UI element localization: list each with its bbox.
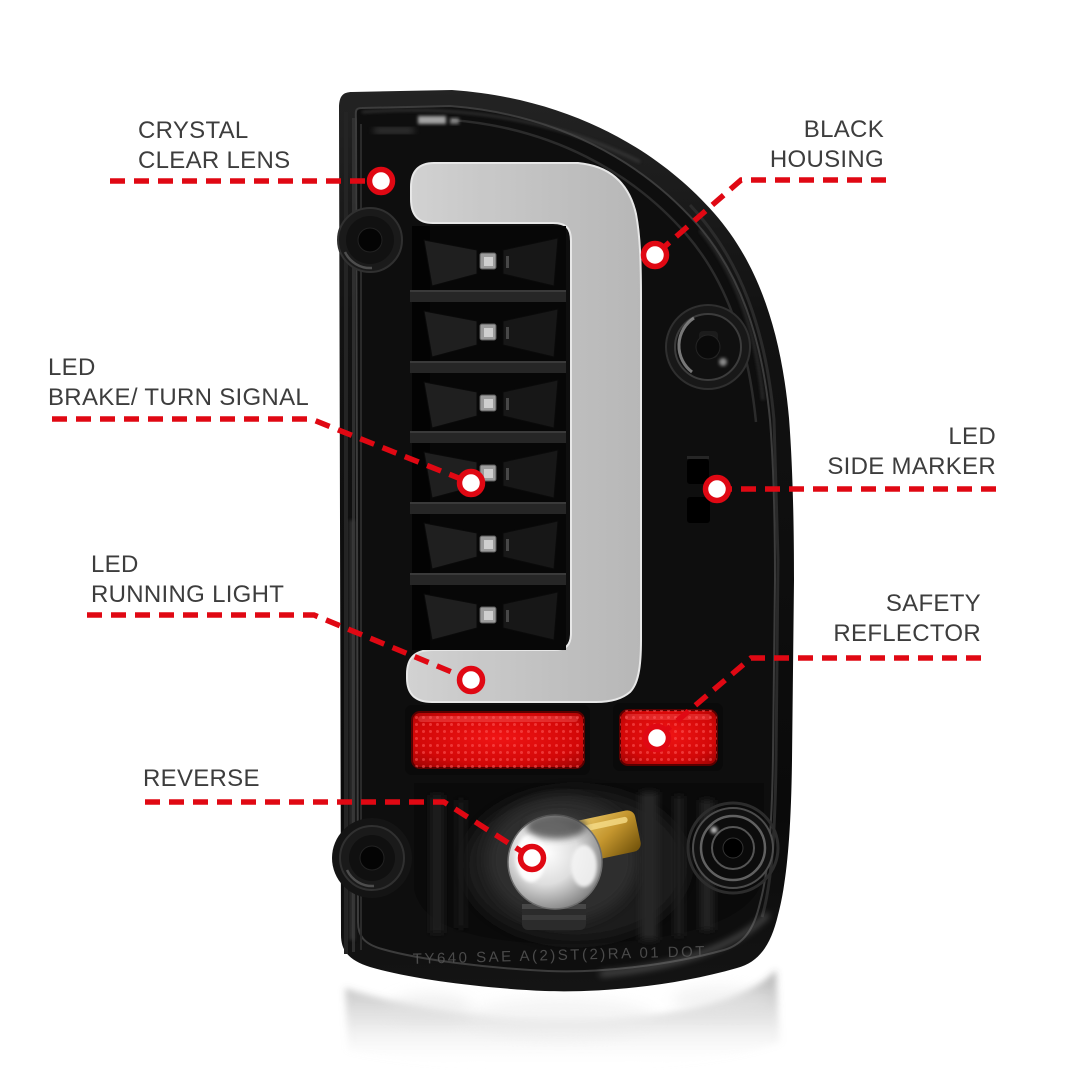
leader-led-brake-turn — [52, 416, 473, 486]
callout-label-line: LED — [91, 551, 139, 578]
callout-dot-crystal-clear-lens — [366, 166, 396, 196]
led-cell — [423, 379, 559, 429]
screw-bottom-left — [332, 818, 412, 898]
backup-lens-ring — [686, 801, 780, 895]
callout-black-housing: BLACK HOUSING — [770, 115, 884, 174]
leader-black-housing — [653, 177, 886, 258]
callout-led-brake-turn-signal: LED BRAKE/ TURN SIGNAL — [48, 353, 309, 412]
reverse-chamber — [414, 783, 764, 944]
red-reflector-left — [405, 705, 590, 775]
callout-label-line: BLACK — [803, 116, 884, 143]
callout-dot-led-side-marker — [702, 474, 732, 504]
callout-led-running-light: LED RUNNING LIGHT — [91, 550, 284, 609]
callout-led-side-marker: LED SIDE MARKER — [827, 422, 996, 481]
callout-label-line: REFLECTOR — [833, 619, 981, 647]
callout-dot-led-brake-turn — [456, 468, 486, 498]
callout-label-line: SIDE MARKER — [827, 452, 996, 480]
floor-reflection — [345, 970, 780, 1070]
callout-crystal-clear-lens: CRYSTAL CLEAR LENS — [138, 116, 290, 175]
reverse-bulb — [507, 810, 641, 930]
bulb-socket-top-right — [665, 304, 751, 390]
callout-label-line: LED — [48, 354, 96, 381]
led-cell — [423, 591, 559, 641]
led-brake-array — [410, 226, 566, 650]
led-array-ribs — [410, 290, 566, 585]
leader-reverse — [145, 799, 534, 861]
led-cell — [423, 237, 559, 287]
callout-label-line: BRAKE/ TURN SIGNAL — [48, 383, 310, 411]
callout-dot-led-running-light — [456, 665, 486, 695]
bottom-rim-sheen — [599, 912, 770, 977]
callout-label-line: SAFETY — [885, 590, 981, 617]
callout-dot-black-housing — [640, 240, 670, 270]
callout-label-line: CLEAR LENS — [138, 146, 291, 174]
led-cell — [423, 308, 559, 358]
callout-label-line: REVERSE — [143, 765, 260, 792]
callout-label-line: CRYSTAL — [138, 117, 249, 144]
callout-label-line: RUNNING LIGHT — [91, 580, 285, 608]
callout-reverse: REVERSE — [143, 764, 260, 794]
light-bar — [406, 162, 642, 703]
side-marker-slots — [687, 456, 710, 523]
leader-safety-reflector — [655, 655, 981, 741]
top-highlights — [361, 109, 641, 163]
callout-dot-safety-reflector — [642, 723, 672, 753]
led-cell — [423, 520, 559, 570]
leader-led-running-light — [87, 612, 473, 683]
screw-top-left — [337, 207, 403, 273]
callout-label-line: LED — [948, 423, 996, 450]
callout-safety-reflector: SAFETY REFLECTOR — [833, 589, 981, 648]
lens-left-edge — [344, 112, 362, 954]
callout-dot-reverse — [517, 843, 547, 873]
callout-label-line: HOUSING — [769, 145, 884, 173]
